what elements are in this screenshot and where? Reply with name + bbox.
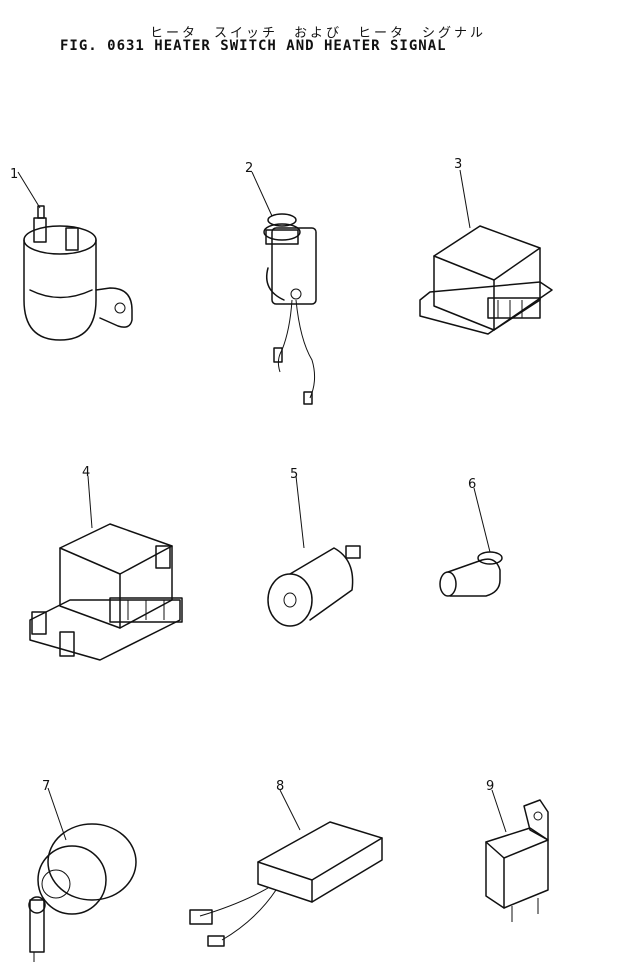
- part-7-key-switch: [28, 823, 137, 962]
- callout-2: 2: [245, 161, 253, 176]
- callout-5: 5: [290, 467, 298, 482]
- callout-8: 8: [276, 779, 284, 794]
- part-9-relay: [485, 799, 549, 922]
- callout-6: 6: [468, 477, 476, 492]
- part-3-relay: [419, 225, 553, 335]
- figure-title-japanese: ヒータ スイッチ および ヒータ シグナル: [150, 26, 487, 41]
- figure-title: FIG. 0631 HEATER SWITCH AND HEATER SIGNA…: [60, 38, 447, 54]
- callout-7: 7: [42, 779, 50, 794]
- part-5-cylinder: [267, 545, 361, 627]
- part-2-heater-signal: [263, 213, 317, 405]
- part-4-relay: [29, 523, 183, 661]
- part-6-elbow-boot: [439, 551, 503, 597]
- part-8-controller: [189, 821, 383, 947]
- part-1-solenoid-switch: [23, 205, 133, 341]
- callout-9: 9: [486, 779, 494, 794]
- callout-3: 3: [454, 157, 462, 172]
- callout-4: 4: [82, 465, 90, 480]
- callout-1: 1: [10, 167, 18, 182]
